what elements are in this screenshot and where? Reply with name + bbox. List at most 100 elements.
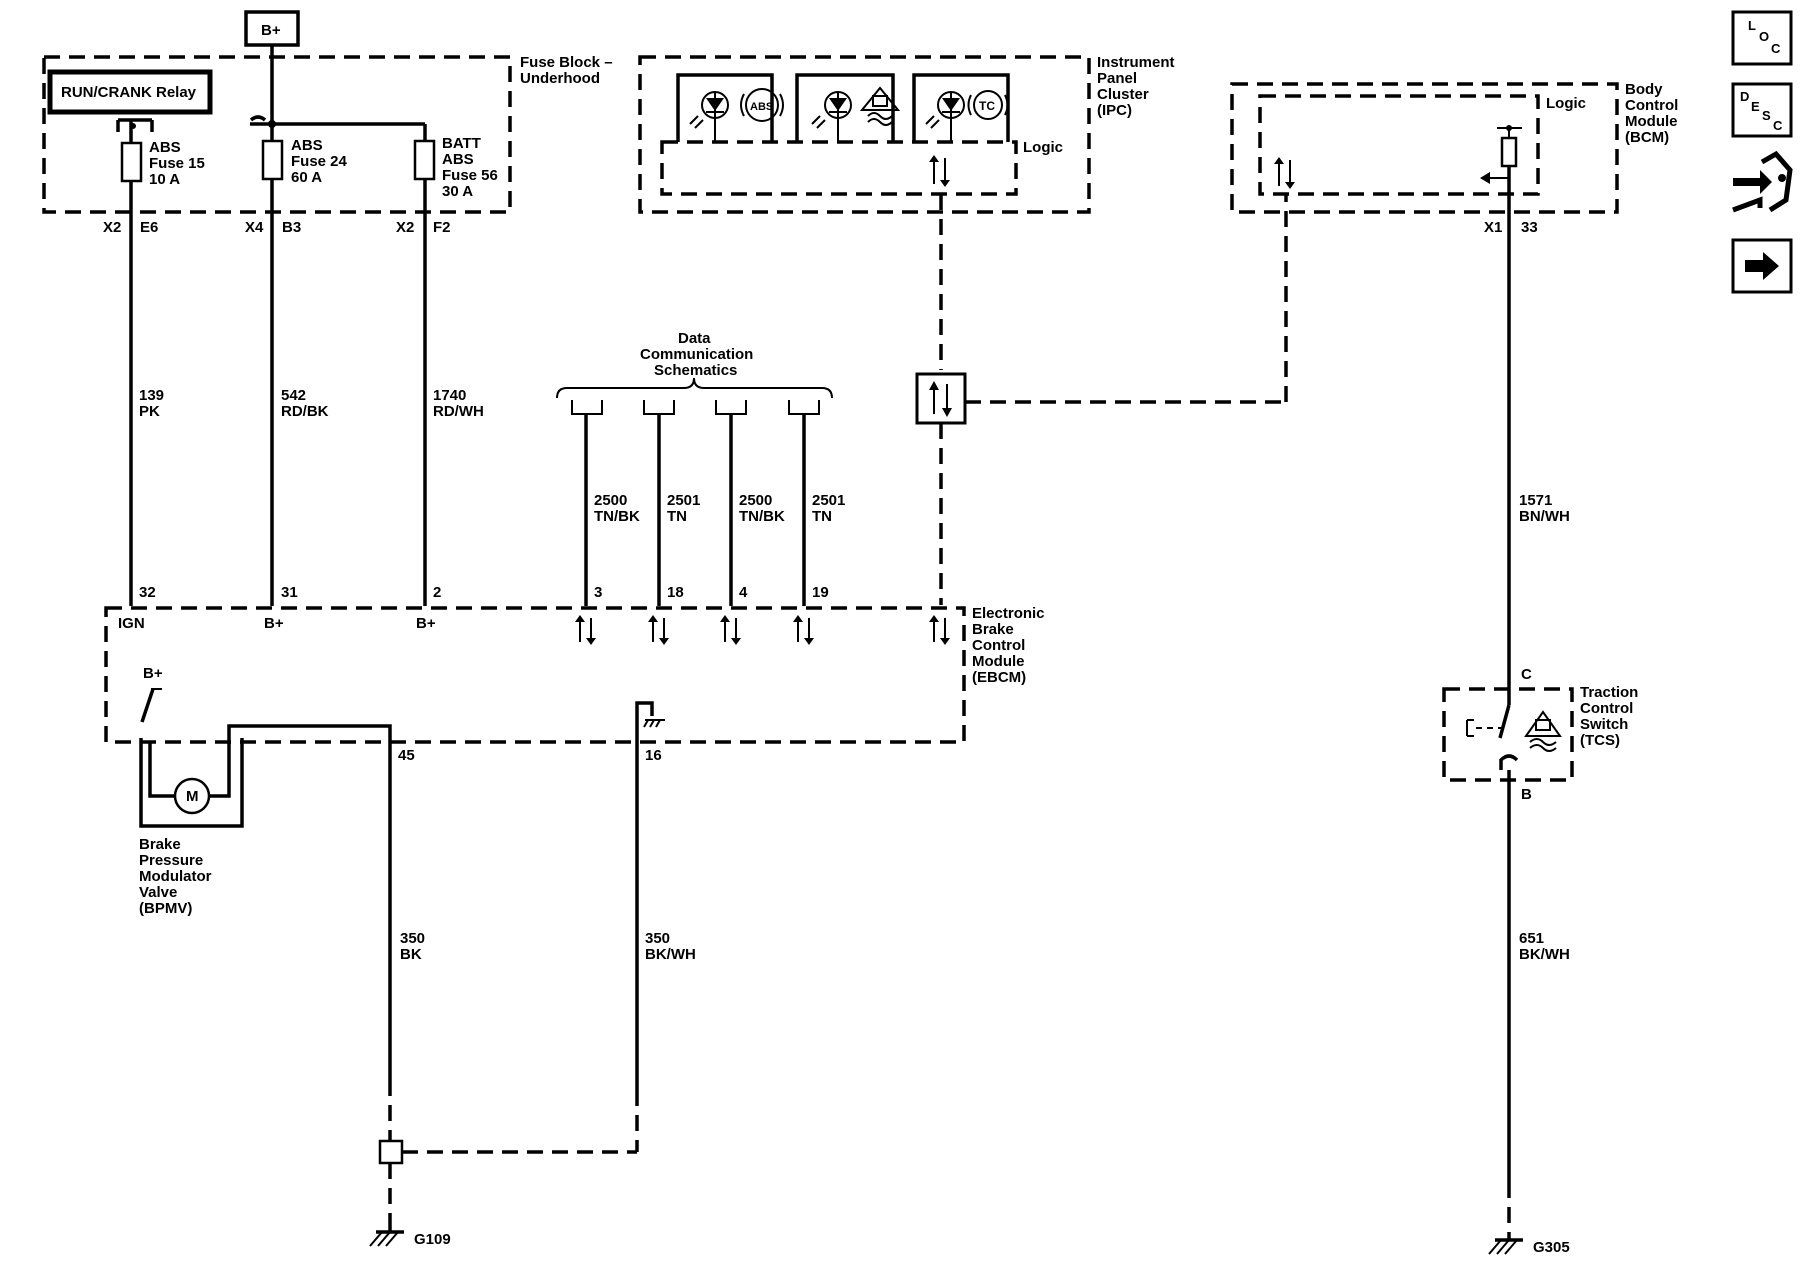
fuse-15-line-3: 10 A xyxy=(149,171,180,188)
ground-g305-label: G305 xyxy=(1533,1239,1570,1256)
run-crank-relay xyxy=(47,69,213,115)
fuse-24-line-2: Fuse 24 xyxy=(291,153,348,170)
connector-x2-e6: X2 xyxy=(103,219,121,236)
electronic-brake-control-module: Electronic Brake Control Module (EBCM) I… xyxy=(104,605,1045,1090)
bcm-pin: 33 xyxy=(1521,219,1538,236)
ipc-title-4: (IPC) xyxy=(1097,102,1132,119)
tcs-stability-symbol-icon xyxy=(1524,710,1562,752)
data-wire-2-circuit: 2501 xyxy=(667,492,700,509)
fuse-block-underhood: Fuse Block – Underhood RUN/CRANK Relay A… xyxy=(42,54,613,236)
instrument-panel-cluster: Instrument Panel Cluster (IPC) ABS xyxy=(638,54,1175,214)
data-wire-2-color: TN xyxy=(667,508,687,525)
tcs-pin-b: B xyxy=(1521,786,1532,803)
serial-data-splice xyxy=(915,372,967,425)
w1740-pin: 2 xyxy=(433,584,441,601)
pin-b3: B3 xyxy=(282,219,301,236)
data-comm-title-2: Communication xyxy=(640,346,753,363)
traction-indicator-lamp-icon xyxy=(925,91,965,142)
fuse-56 xyxy=(413,139,436,181)
data-comm-title-1: Data xyxy=(678,330,711,347)
w350b-circuit: 350 xyxy=(645,930,670,947)
ebcm-bplus-31-label: B+ xyxy=(264,615,284,632)
abs-symbol-icon: ABS xyxy=(740,88,784,122)
ebcm-ign-label: IGN xyxy=(118,615,145,632)
bcm-title-1: Body xyxy=(1625,81,1663,98)
fuse-15-line-1: ABS xyxy=(149,139,181,156)
tc-symbol-text: TC xyxy=(979,99,995,113)
ebcm-title-2: Brake xyxy=(972,621,1014,638)
battery-supply: B+ xyxy=(244,10,300,225)
fuse-56-line-2: ABS xyxy=(442,151,474,168)
w1571-color: BN/WH xyxy=(1519,508,1570,525)
tcs-title-1: Traction xyxy=(1580,684,1638,701)
ebcm-internal-ground-icon xyxy=(635,701,665,728)
bpmv-title-3: Modulator xyxy=(139,868,212,885)
bpmv-title-1: Brake xyxy=(139,836,181,853)
w542-pin: 31 xyxy=(281,584,298,601)
w542-color: RD/BK xyxy=(281,403,329,420)
bpmv-title-2: Pressure xyxy=(139,852,203,869)
w139-circuit: 139 xyxy=(139,387,164,404)
tcs-title-2: Control xyxy=(1580,700,1633,717)
ipc-logic-label: Logic xyxy=(1023,139,1063,156)
brake-pressure-modulator-valve: M Brake Pressure Modulator Valve (BPMV) xyxy=(139,738,244,917)
w1571-circuit: 1571 xyxy=(1519,492,1552,509)
w350b-pin: 16 xyxy=(645,747,662,764)
ground-g109-icon xyxy=(369,1228,404,1247)
loc-letter-o: O xyxy=(1759,29,1769,44)
ebcm-bplus-2-label: B+ xyxy=(416,615,436,632)
w350a-pin: 45 xyxy=(398,747,415,764)
desc-letter-s: S xyxy=(1762,108,1771,123)
ebcm-title-1: Electronic xyxy=(972,605,1045,622)
connector-x2-f2: X2 xyxy=(396,219,414,236)
bpmv-title-4: Valve xyxy=(139,884,177,901)
data-wire-3-circuit: 2500 xyxy=(739,492,772,509)
right-arrow-icon xyxy=(1745,252,1779,280)
data-wire-4-color: TN xyxy=(812,508,832,525)
bcm-title-2: Control xyxy=(1625,97,1678,114)
power-wires: 139 PK 542 RD/BK 1740 RD/WH 32 31 2 xyxy=(129,225,484,606)
w350b-color: BK/WH xyxy=(645,946,696,963)
fuse-block-title-2: Underhood xyxy=(520,70,600,87)
ebcm-title-5: (EBCM) xyxy=(972,669,1026,686)
desc-letter-d: D xyxy=(1740,89,1749,104)
side-navigation: L O C D E S C xyxy=(1731,10,1793,294)
fuse-56-line-1: BATT xyxy=(442,135,481,152)
bplus-label: B+ xyxy=(261,22,281,39)
motor-relay-switch-icon xyxy=(140,688,162,723)
connector-end-view-icon[interactable] xyxy=(1732,150,1793,213)
tcs-title-4: (TCS) xyxy=(1580,732,1620,749)
data-wire-3-color: TN/BK xyxy=(739,508,785,525)
location-button[interactable]: L O C xyxy=(1731,10,1793,66)
stability-indicator-lamp-icon xyxy=(811,91,852,142)
next-page-button[interactable] xyxy=(1731,238,1793,294)
data-wire-2-pin: 18 xyxy=(667,584,684,601)
bcm-serial-data-arrows-icon xyxy=(1274,157,1295,189)
ground-wires: 350 BK 350 BK/WH G109 G305 xyxy=(369,930,1570,1256)
data-wire-4-pin: 19 xyxy=(812,584,829,601)
stability-control-icon xyxy=(859,86,901,126)
w651-color: BK/WH xyxy=(1519,946,1570,963)
data-comm-title-3: Schematics xyxy=(654,362,737,379)
data-wire-1-circuit: 2500 xyxy=(594,492,627,509)
loc-letter-c: C xyxy=(1771,41,1781,56)
tcs-switch-icon xyxy=(1466,680,1519,785)
fuse-block-title-1: Fuse Block – xyxy=(520,54,613,71)
traction-control-symbol-icon: TC xyxy=(967,90,1009,120)
w542-circuit: 542 xyxy=(281,387,306,404)
w350a-color: BK xyxy=(400,946,422,963)
data-comm-connector-icon xyxy=(571,400,820,415)
fuse-15-line-2: Fuse 15 xyxy=(149,155,205,172)
w139-pin: 32 xyxy=(139,584,156,601)
fuse-24 xyxy=(261,139,284,181)
ebcm-serial-data-arrows-icon xyxy=(575,615,950,645)
w1740-circuit: 1740 xyxy=(433,387,466,404)
description-button[interactable]: D E S C xyxy=(1731,82,1793,138)
pin-f2: F2 xyxy=(433,219,451,236)
abs-indicator-lamp-icon xyxy=(689,91,729,142)
abs-symbol-text: ABS xyxy=(750,101,773,113)
desc-letter-c: C xyxy=(1773,118,1783,133)
ground-g109-label: G109 xyxy=(414,1231,451,1248)
pin-e6: E6 xyxy=(140,219,158,236)
